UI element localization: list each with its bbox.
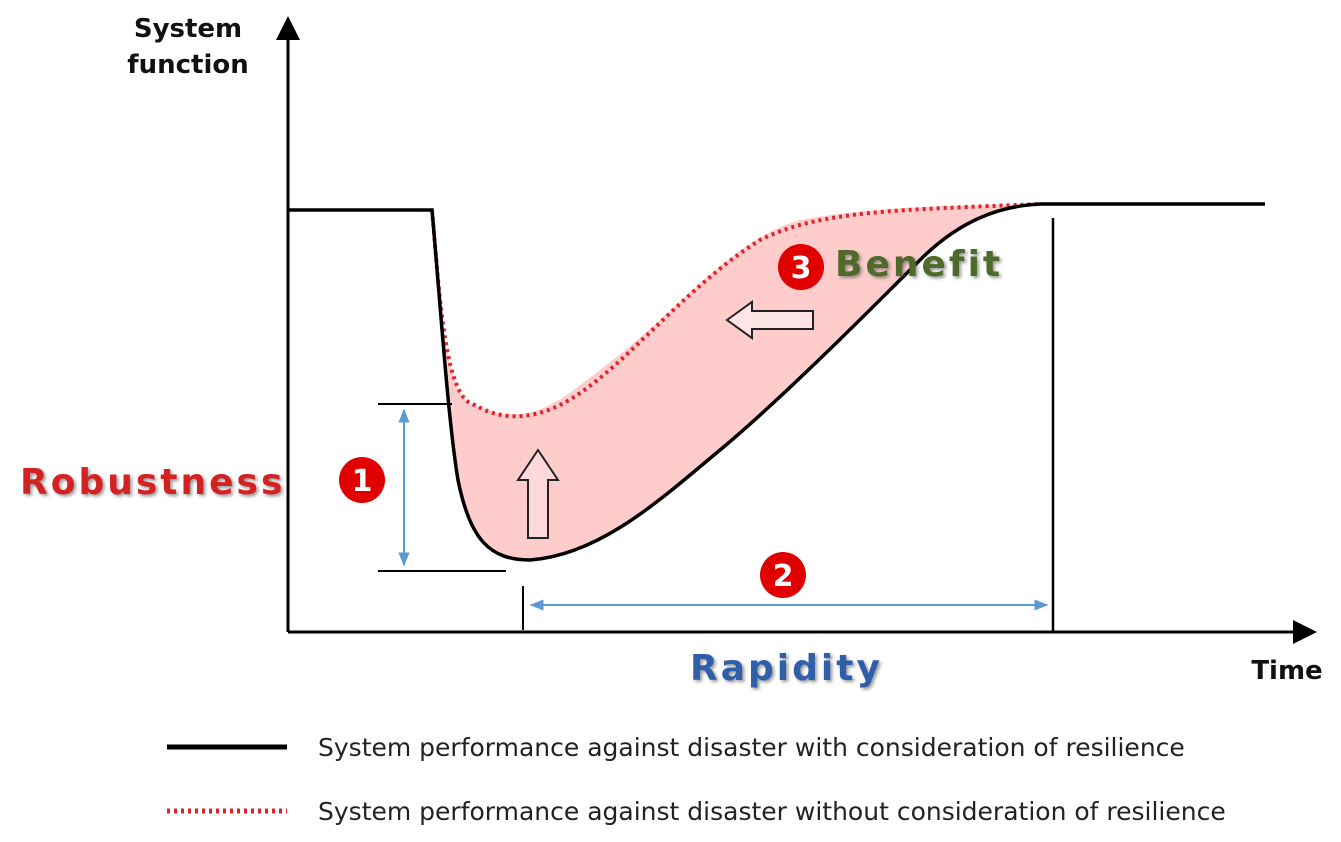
svg-text:3: 3: [791, 251, 812, 286]
svg-text:2: 2: [773, 559, 794, 594]
legend-text-with-resilience: System performance against disaster with…: [318, 733, 1185, 762]
y-axis-title-line2: function: [127, 50, 248, 80]
benefit-region: [432, 204, 1040, 560]
robustness-label: Robustness: [20, 462, 285, 503]
benefit-label: Benefit: [835, 244, 1003, 285]
legend-text-without-resilience: System performance against disaster with…: [318, 797, 1226, 826]
marker-1-icon: 1: [339, 457, 385, 503]
rapidity-label: Rapidity: [690, 648, 883, 689]
up-arrow-icon: [516, 448, 560, 539]
marker-2-icon: 2: [760, 552, 806, 598]
y-axis-title-line1: System: [134, 14, 242, 44]
svg-text:1: 1: [352, 464, 373, 499]
marker-3-icon: 3: [778, 244, 824, 290]
curve-with-resilience: [288, 202, 1265, 562]
x-axis-title: Time: [1251, 656, 1322, 686]
left-arrow-icon: [725, 300, 814, 340]
